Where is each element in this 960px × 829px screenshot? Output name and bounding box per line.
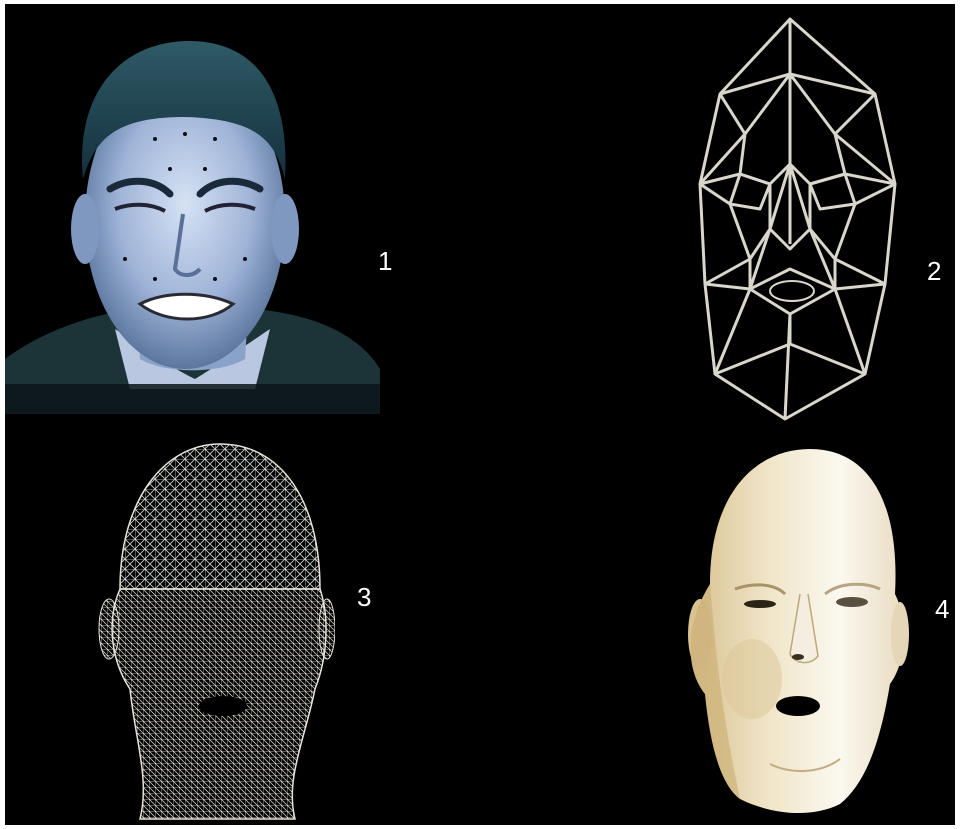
shaded-head-image <box>680 444 915 824</box>
panel-label-3: 3 <box>357 584 371 610</box>
panel-photo-face <box>5 29 385 414</box>
panel-label-4: 4 <box>935 596 949 622</box>
panel-label-1: 1 <box>378 248 392 274</box>
panel-label-2: 2 <box>927 258 941 284</box>
panel-shaded-head <box>680 444 915 824</box>
figure-frame: 1 <box>5 4 955 825</box>
panel-coarse-wireframe <box>670 14 910 424</box>
coarse-wireframe-image <box>670 14 910 424</box>
dense-wireframe-image <box>95 439 335 824</box>
photo-face-image <box>5 29 385 414</box>
panel-dense-wireframe <box>95 439 335 824</box>
